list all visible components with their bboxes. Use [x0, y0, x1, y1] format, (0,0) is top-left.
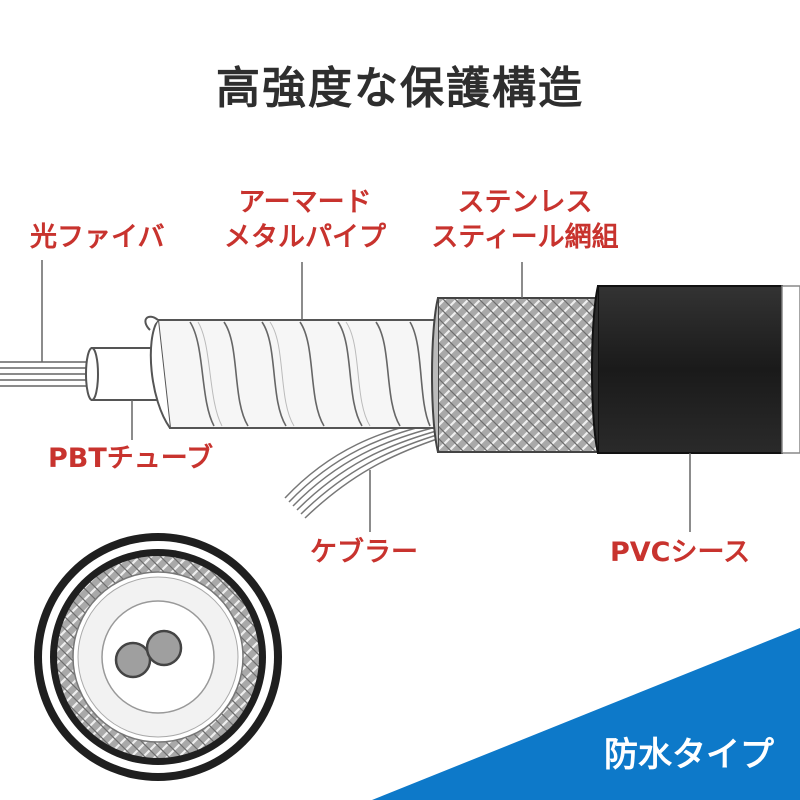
- label-stainless-braid-line1: ステンレス: [457, 187, 593, 218]
- label-armored-metal-pipe-line1: アーマード: [238, 187, 372, 218]
- pvc-sheath: [591, 285, 800, 454]
- cable-cross-section: [34, 533, 282, 781]
- label-armored-metal-pipe-line2: メタルパイプ: [224, 222, 386, 253]
- label-stainless-braid-line2: スティール網組: [431, 222, 619, 253]
- stainless-steel-braid: [431, 297, 604, 453]
- kevlar-strands: [284, 417, 441, 519]
- optical-fibers: [0, 361, 95, 387]
- label-pvc-sheath: PVCシース: [610, 537, 751, 568]
- armored-metal-pipe: [144, 315, 441, 429]
- waterproof-badge-text: 防水タイプ: [604, 735, 774, 775]
- leader-lines: [41, 260, 691, 532]
- waterproof-badge-bg: [372, 628, 800, 800]
- label-optical-fiber: 光ファイバ: [30, 222, 165, 253]
- page-title: 高強度な保護構造: [216, 63, 584, 114]
- label-kevlar: ケブラー: [310, 537, 418, 568]
- label-pbt-tube: PBTチューブ: [48, 443, 214, 474]
